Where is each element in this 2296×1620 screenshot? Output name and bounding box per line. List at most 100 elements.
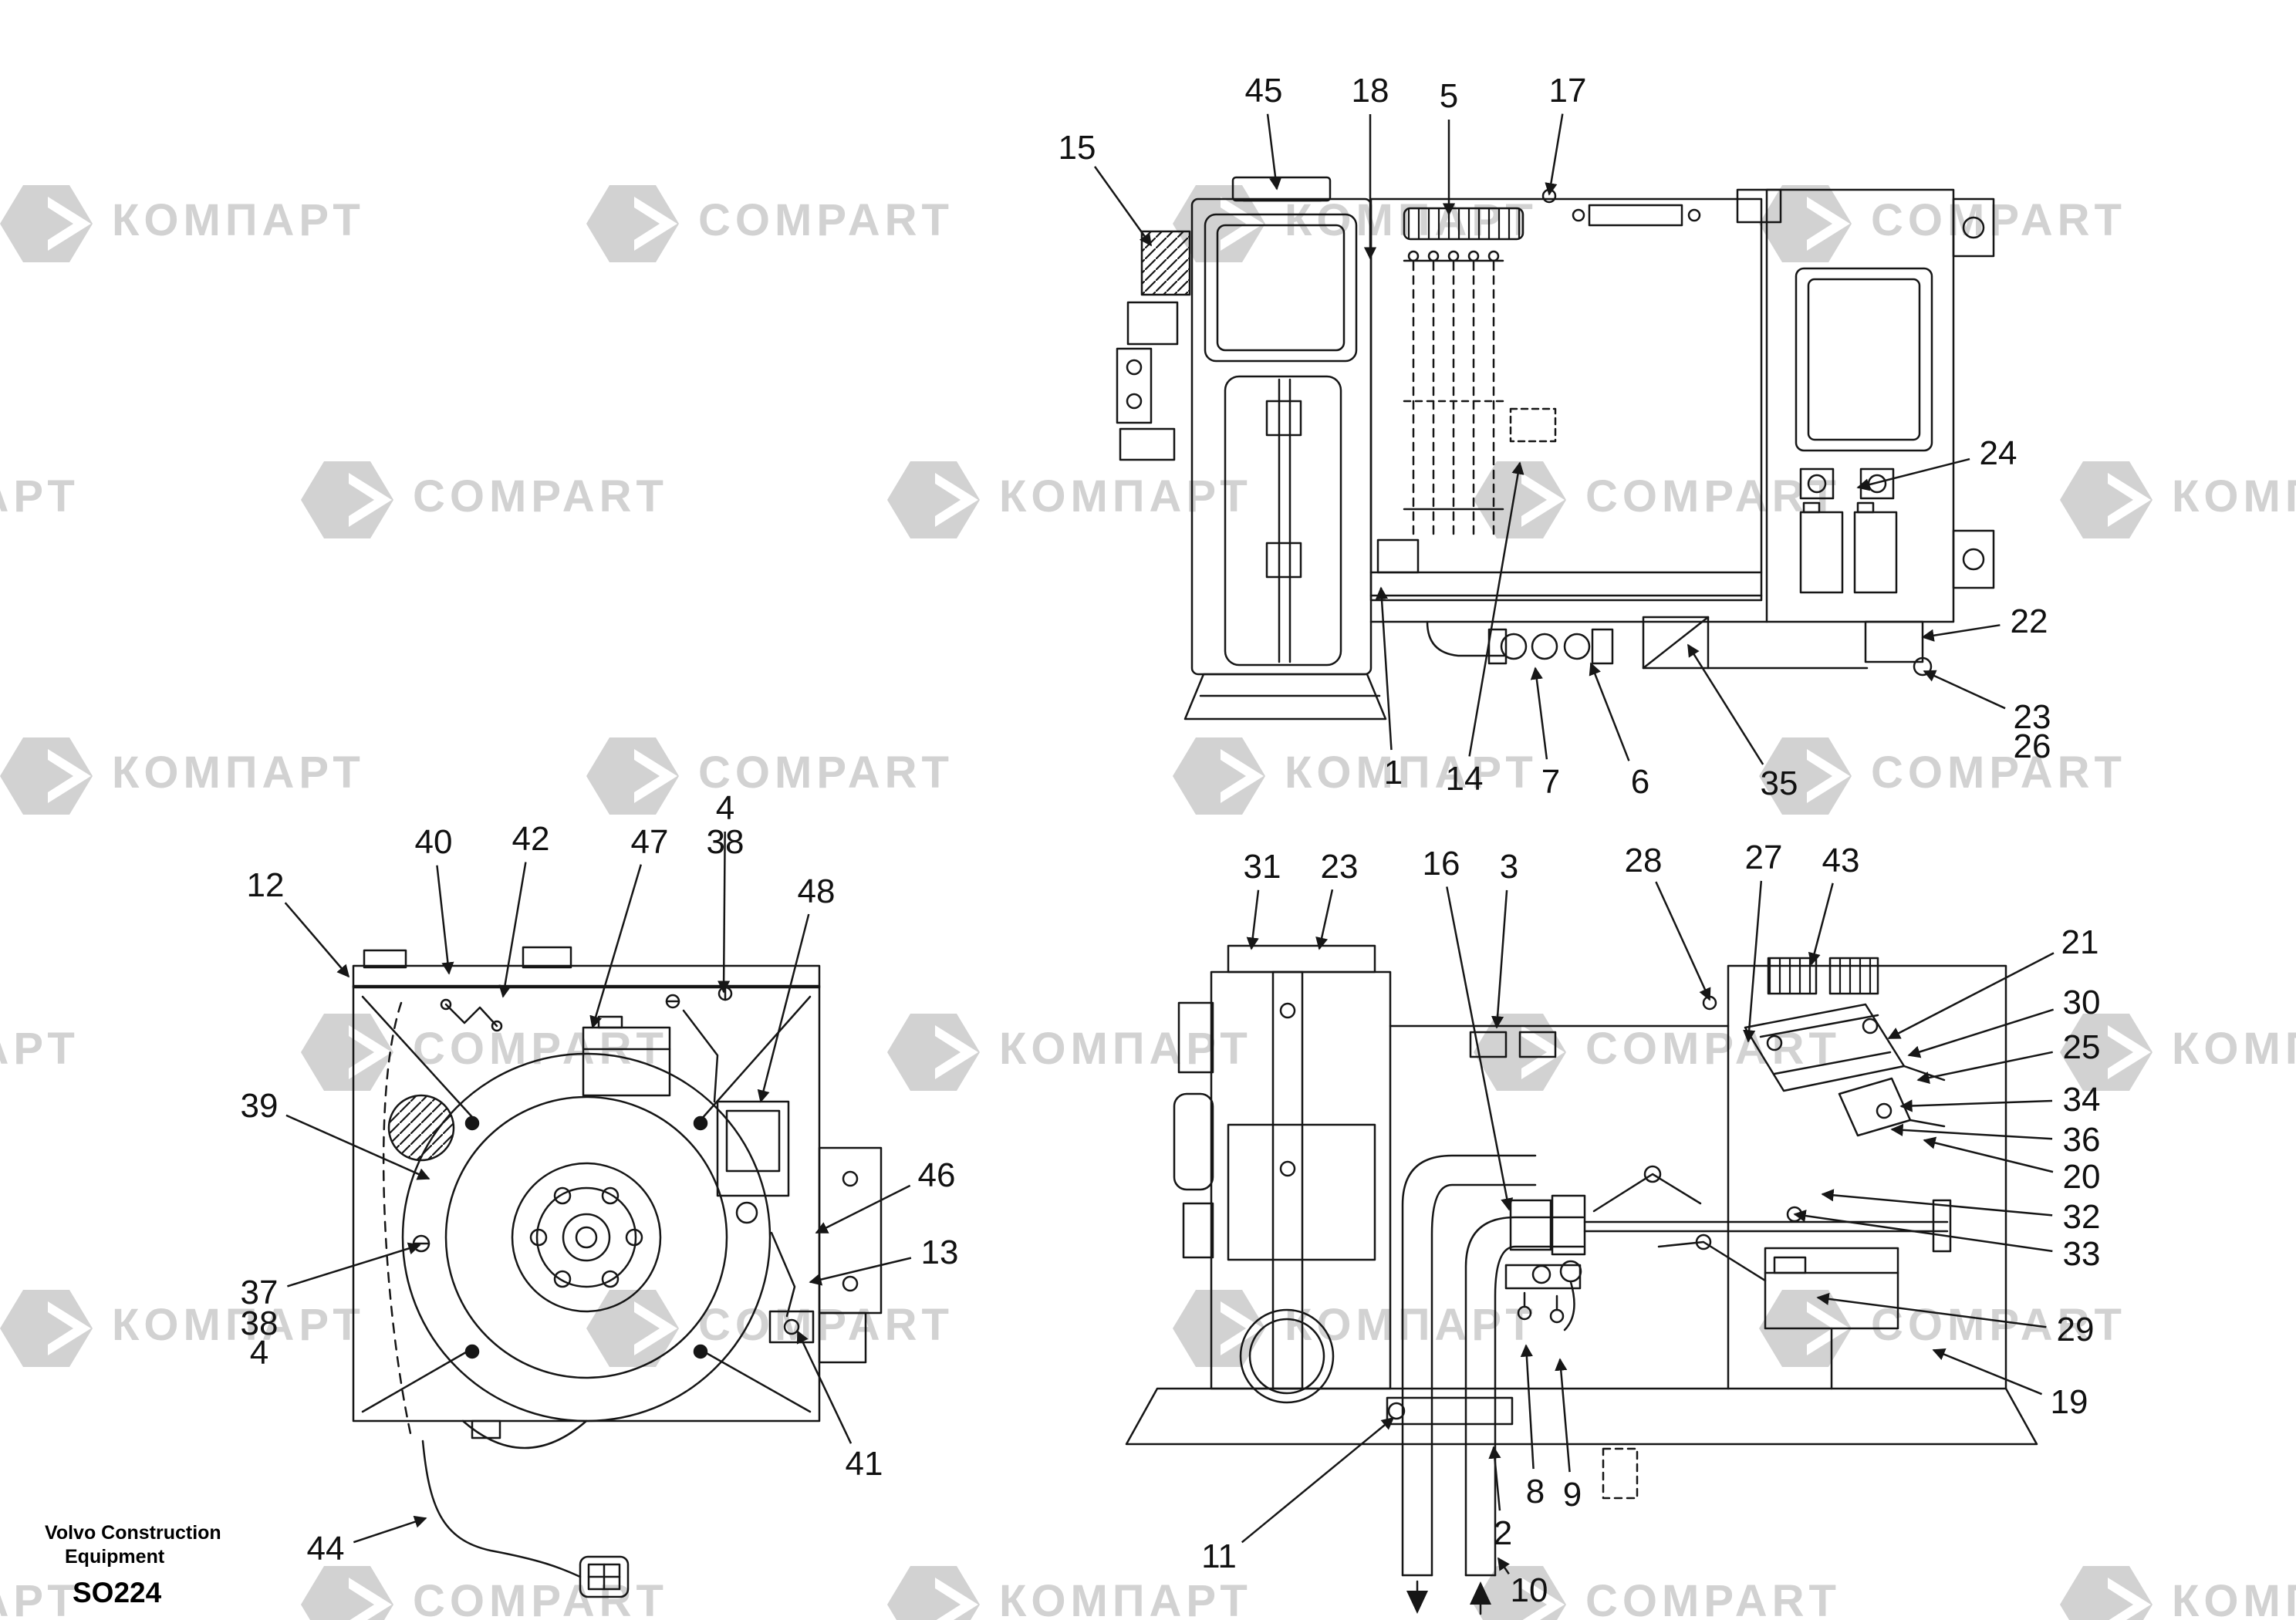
leader-line-10 xyxy=(1497,1557,1510,1574)
callout-blower-view-48: 48 xyxy=(797,872,836,910)
callout-piping-view-11: 11 xyxy=(1201,1537,1237,1575)
callout-front-view-6: 6 xyxy=(1630,763,1650,801)
callout-piping-view-25: 25 xyxy=(2062,1028,2101,1066)
leader-line-46 xyxy=(815,1184,911,1234)
compart-logo-icon xyxy=(1173,181,1265,266)
callout-piping-view-36: 36 xyxy=(2062,1121,2101,1159)
leader-line-29 xyxy=(1816,1292,2047,1328)
callout-piping-view-16: 16 xyxy=(1422,845,1460,883)
watermark-text: COMPART xyxy=(1585,1576,1841,1620)
watermark-text: КОМПАРТ xyxy=(1285,748,1538,798)
callout-blower-view-12: 12 xyxy=(246,866,285,904)
callout-front-view-23: 23 xyxy=(2013,698,2051,736)
leader-line-34 xyxy=(1899,1099,2053,1112)
leader-line-19 xyxy=(1932,1348,2043,1396)
watermark-text: КОМПАРТ xyxy=(2172,1024,2296,1074)
callout-piping-view-9: 9 xyxy=(1562,1476,1582,1514)
leader-line-22 xyxy=(1921,624,2001,642)
leader-line-33 xyxy=(1793,1210,2053,1253)
watermark-text: COMPART xyxy=(698,748,954,798)
callout-blower-view-38: 38 xyxy=(240,1304,279,1342)
leader-line-21 xyxy=(1887,952,2055,1040)
leader-line-44 xyxy=(353,1515,427,1544)
drawing-code: SO224 xyxy=(73,1577,162,1608)
watermark-text: COMPART xyxy=(1585,1024,1841,1074)
leader-line-23 xyxy=(1315,889,1334,950)
callout-front-view-14: 14 xyxy=(1445,760,1484,798)
callout-blower-view-41: 41 xyxy=(845,1445,883,1483)
compart-logo-icon xyxy=(301,1010,393,1095)
callout-piping-view-20: 20 xyxy=(2062,1158,2101,1196)
leader-line-25 xyxy=(1916,1051,2053,1084)
leader-line-15 xyxy=(1094,166,1153,247)
compart-logo-icon xyxy=(2060,1562,2152,1620)
callout-piping-view-23: 23 xyxy=(1320,848,1359,886)
compart-logo-icon xyxy=(586,181,679,266)
leader-line-1 xyxy=(1375,586,1393,751)
callout-blower-view-38: 38 xyxy=(706,823,745,861)
callout-piping-view-21: 21 xyxy=(2061,923,2099,961)
compart-logo-icon xyxy=(1474,1562,1566,1620)
leader-line-7 xyxy=(1530,667,1548,760)
leader-line-6 xyxy=(1589,662,1630,761)
leader-line-2 xyxy=(1488,1446,1501,1511)
footer: Volvo Construction Equipment SO224 xyxy=(45,1521,221,1610)
blower-view-drawing xyxy=(352,946,883,1598)
compart-logo-icon xyxy=(1759,734,1852,818)
callout-blower-view-47: 47 xyxy=(630,823,669,861)
compart-logo-icon xyxy=(887,1562,980,1620)
leader-line-48 xyxy=(757,913,810,1103)
callout-blower-view-40: 40 xyxy=(414,823,453,861)
callout-piping-view-8: 8 xyxy=(1525,1473,1545,1510)
watermark-text: КОМПАРТ xyxy=(999,1576,1252,1620)
leader-line-28 xyxy=(1655,881,1711,1001)
watermark-text: КОМПАРТ xyxy=(999,1024,1252,1074)
callout-piping-view-34: 34 xyxy=(2062,1081,2101,1119)
leader-line-23 xyxy=(1923,670,2006,710)
callout-piping-view-29: 29 xyxy=(2056,1311,2095,1348)
front-view-drawing xyxy=(1116,176,1995,721)
watermark-text: COMPART xyxy=(413,471,668,521)
callout-blower-view-4: 4 xyxy=(715,789,735,827)
leader-line-9 xyxy=(1555,1358,1571,1473)
watermark-text: COMPART xyxy=(413,1576,668,1620)
brand-name-line1: Volvo Construction xyxy=(45,1521,221,1544)
leader-line-3 xyxy=(1491,889,1508,1029)
leader-line-40 xyxy=(436,865,454,975)
callout-blower-view-42: 42 xyxy=(512,820,550,858)
compart-logo-icon xyxy=(0,181,93,266)
compart-logo-icon xyxy=(301,1562,393,1620)
leader-line-37 xyxy=(287,1242,421,1288)
leader-line-47 xyxy=(589,864,643,1029)
leader-line-31 xyxy=(1246,889,1260,950)
callout-front-view-26: 26 xyxy=(2013,727,2051,765)
callout-piping-view-43: 43 xyxy=(1822,842,1860,879)
watermark-text: COMPART xyxy=(1585,471,1841,521)
watermark-text: КОМПАРТ xyxy=(112,1300,365,1350)
watermark-text: КОМПАРТ xyxy=(2172,1576,2296,1620)
watermark-text: КОМПАРТ xyxy=(0,1024,79,1074)
watermark-text: COMPART xyxy=(1871,748,2126,798)
callout-piping-view-10: 10 xyxy=(1510,1571,1548,1609)
leader-line-35 xyxy=(1687,643,1764,765)
leader-line-16 xyxy=(1446,886,1514,1211)
leader-line-39 xyxy=(285,1114,430,1180)
watermark-text: КОМПАРТ xyxy=(2172,471,2296,521)
callout-blower-view-4: 4 xyxy=(249,1334,269,1372)
leader-line-14 xyxy=(1468,461,1524,757)
callout-piping-view-28: 28 xyxy=(1624,842,1663,879)
leader-line-36 xyxy=(1890,1123,2053,1140)
watermark-text: COMPART xyxy=(698,195,954,245)
callout-front-view-17: 17 xyxy=(1548,72,1587,110)
callout-front-view-15: 15 xyxy=(1058,129,1096,167)
callout-piping-view-27: 27 xyxy=(1744,839,1783,876)
leader-line-4 xyxy=(717,831,731,994)
leader-line-41 xyxy=(796,1330,853,1444)
callout-piping-view-33: 33 xyxy=(2062,1235,2101,1273)
callout-front-view-45: 45 xyxy=(1244,72,1283,110)
watermark-text: COMPART xyxy=(698,1300,954,1350)
compart-logo-icon xyxy=(301,457,393,542)
callout-piping-view-30: 30 xyxy=(2062,984,2101,1021)
